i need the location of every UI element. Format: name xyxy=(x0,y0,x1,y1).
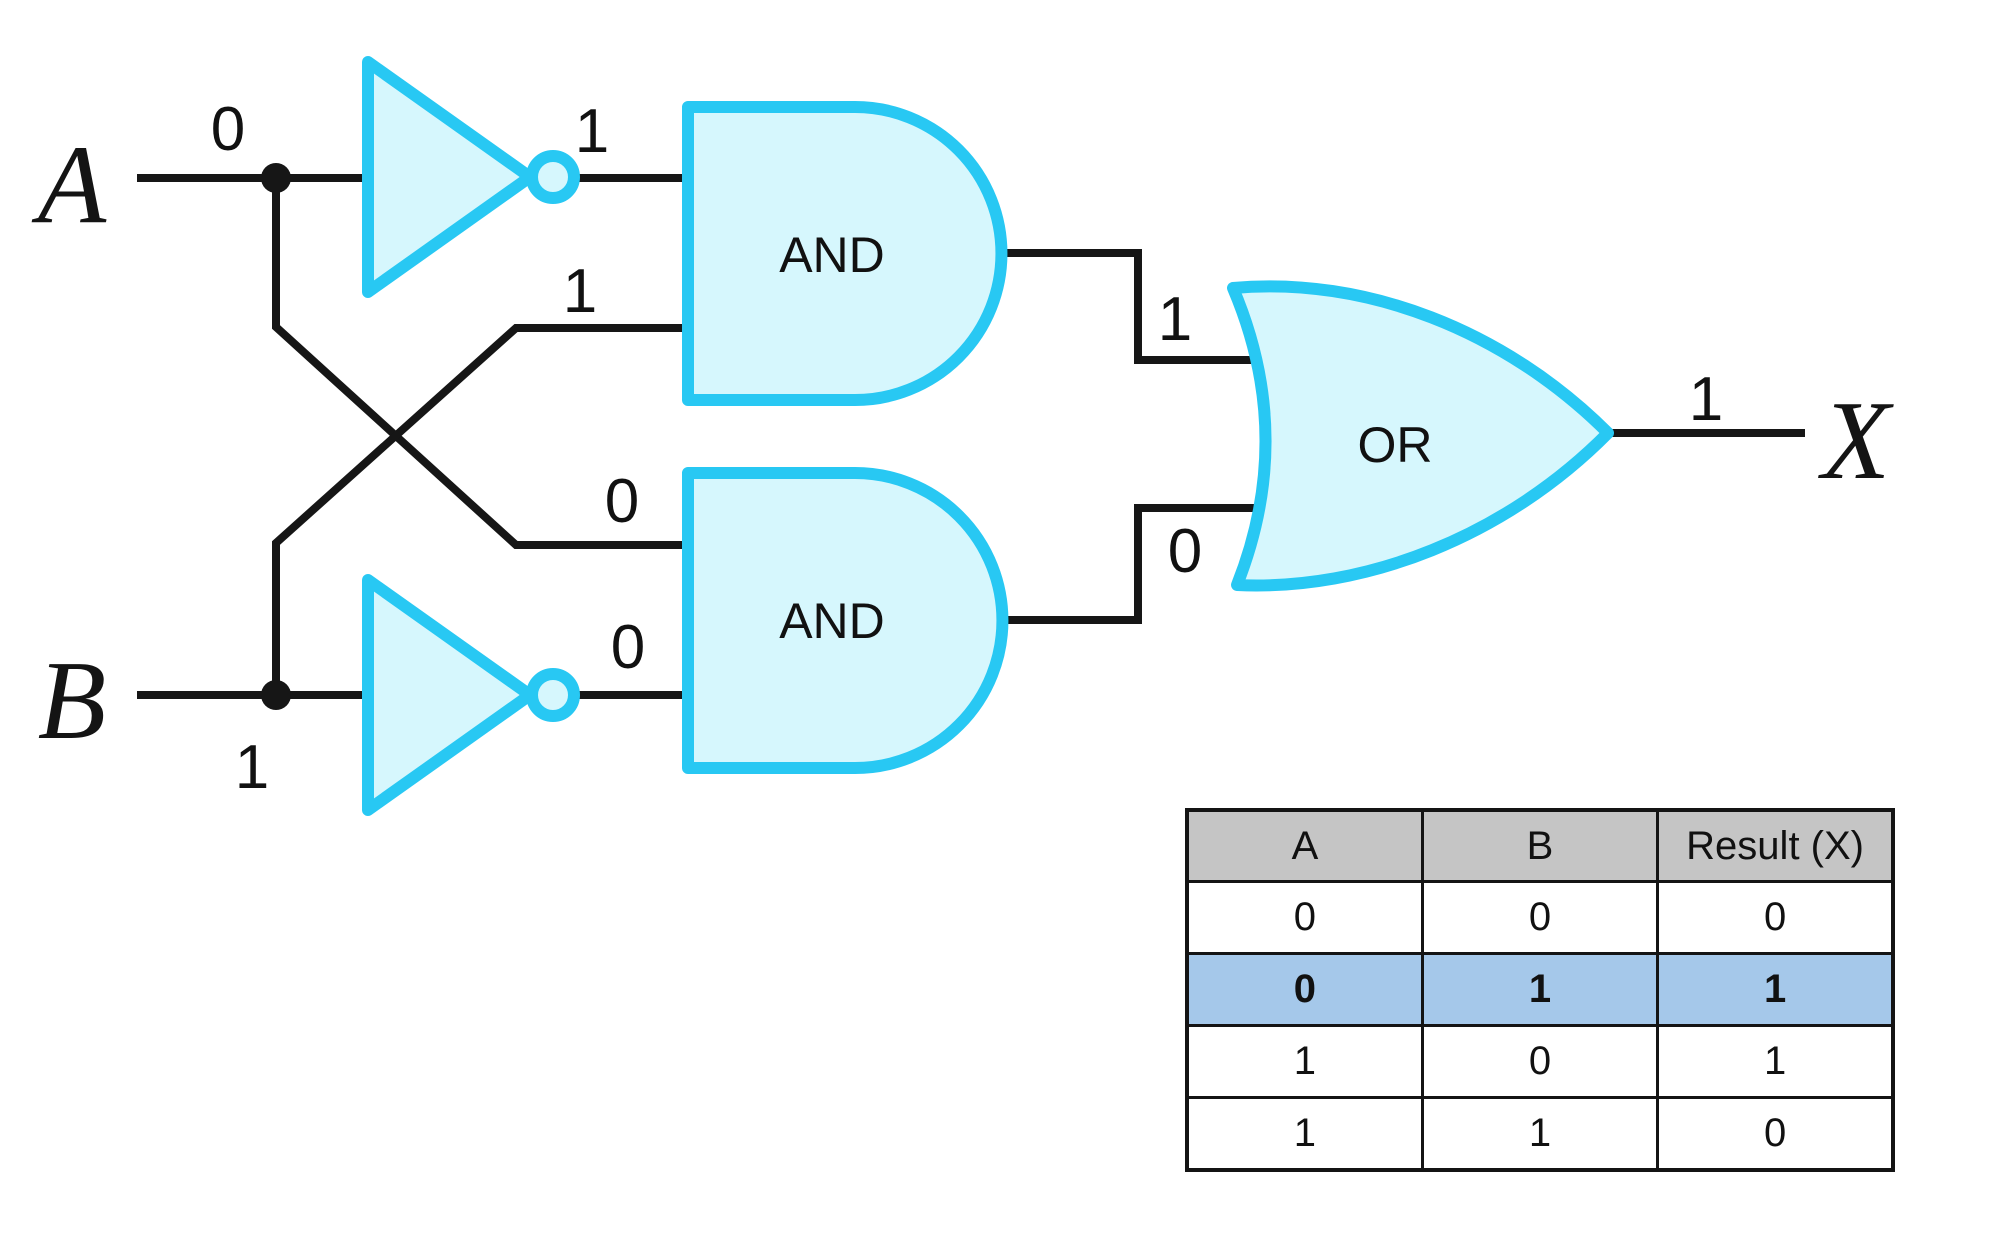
wires xyxy=(137,163,1805,710)
table-cell: 0 xyxy=(1656,880,1895,955)
signal-output-value: 1 xyxy=(1689,365,1723,434)
truth-table-row-3: 1 0 1 xyxy=(1185,1024,1895,1099)
wire-b-to-and1-cross xyxy=(272,324,690,695)
table-cell: 0 xyxy=(1185,952,1424,1027)
junction-dot-b xyxy=(261,680,291,710)
junction-dot-a xyxy=(261,163,291,193)
truth-table-row-4: 1 1 0 xyxy=(1185,1096,1895,1172)
and-gate-bottom: AND xyxy=(682,467,1009,774)
table-cell: 0 xyxy=(1420,880,1660,955)
truth-table-header: A B Result (X) xyxy=(1185,808,1895,883)
signal-and-bottom-in1: 0 xyxy=(605,467,639,536)
truth-table-header-row: A B Result (X) xyxy=(1185,808,1895,883)
wire-and2-to-or xyxy=(1003,504,1255,624)
truth-table-grid: A B Result (X) 0 0 0 0 1 1 1 0 xyxy=(1185,808,1895,1172)
input-a-label: A xyxy=(31,123,107,247)
table-cell: 0 xyxy=(1185,880,1424,955)
table-cell: 1 xyxy=(1656,952,1895,1027)
and-gate-top-label: AND xyxy=(779,227,885,283)
truth-table-header-result: Result (X) xyxy=(1656,808,1895,883)
labels: A B X 0 1 1 0 0 1 1 0 1 xyxy=(31,95,1895,802)
and-gate-bottom-body xyxy=(682,467,1009,774)
and-gate-top-body xyxy=(682,101,1008,406)
not-gate-bottom-triangle xyxy=(362,574,536,816)
table-cell: 0 xyxy=(1420,1024,1660,1099)
truth-table: A B Result (X) 0 0 0 0 1 1 1 0 xyxy=(1185,808,1895,1172)
not-gate-top-triangle xyxy=(362,56,536,298)
truth-table-header-b: B xyxy=(1420,808,1660,883)
not-gate-top-bubble-icon xyxy=(526,150,580,204)
table-cell: 1 xyxy=(1185,1096,1424,1172)
signal-and-top-in2: 1 xyxy=(563,257,597,326)
not-gate-bottom-bubble-icon xyxy=(526,668,580,722)
and-gate-top: AND xyxy=(682,101,1008,406)
truth-table-row-highlighted: 0 1 1 xyxy=(1185,952,1895,1027)
not-gate-bottom xyxy=(362,574,580,816)
table-cell: 1 xyxy=(1420,1096,1660,1172)
gates: AND AND OR xyxy=(362,56,1614,816)
table-cell: 1 xyxy=(1185,1024,1424,1099)
table-cell: 0 xyxy=(1656,1096,1895,1172)
or-gate: OR xyxy=(1227,280,1614,592)
output-x-label: X xyxy=(1818,379,1895,503)
or-gate-label: OR xyxy=(1358,417,1433,473)
table-cell: 1 xyxy=(1420,952,1660,1027)
truth-table-header-a: A xyxy=(1185,808,1424,883)
truth-table-row-1: 0 0 0 xyxy=(1185,880,1895,955)
and-gate-bottom-label: AND xyxy=(779,593,885,649)
table-cell: 1 xyxy=(1656,1024,1895,1099)
signal-b-value: 1 xyxy=(235,733,269,802)
signal-a-value: 0 xyxy=(211,95,245,164)
or-gate-body xyxy=(1227,280,1614,592)
truth-table-body: 0 0 0 0 1 1 1 0 1 1 1 0 xyxy=(1185,880,1895,1172)
not-gate-top xyxy=(362,56,580,298)
wire-and1-to-or xyxy=(1000,249,1252,364)
signal-not-bottom-out: 0 xyxy=(611,613,645,682)
input-b-label: B xyxy=(38,639,106,763)
signal-or-in-top: 1 xyxy=(1158,285,1192,354)
signal-or-in-bottom: 0 xyxy=(1168,517,1202,586)
signal-not-top-out: 1 xyxy=(575,97,609,166)
